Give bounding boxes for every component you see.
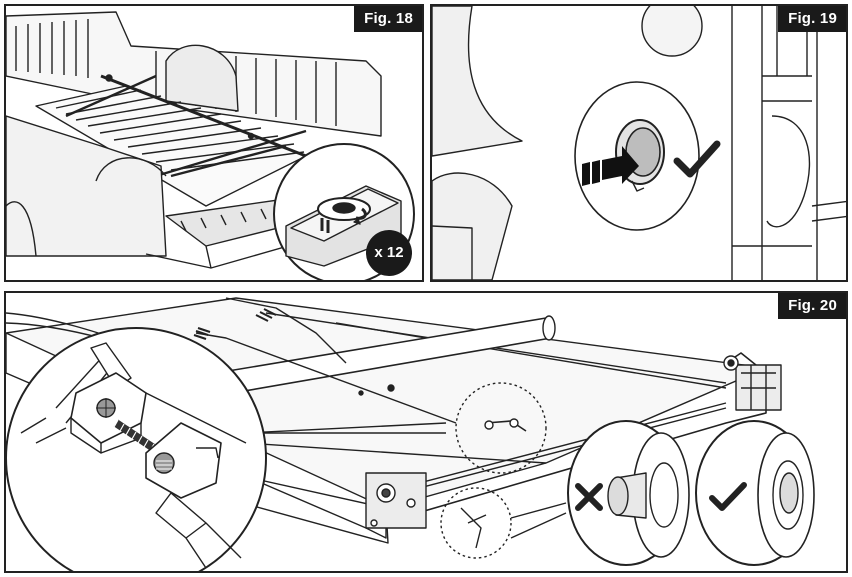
- check-icon: [709, 482, 747, 511]
- quantity-badge: x 12: [366, 230, 412, 276]
- cover-frame-tension-illustration: [6, 297, 815, 571]
- arrow-right-icon: [582, 146, 639, 186]
- figure-label: Fig. 19: [778, 6, 846, 32]
- plug-insertion-illustration: [432, 6, 846, 280]
- cross-icon: [575, 483, 603, 511]
- check-icon: [673, 140, 721, 178]
- figure-label: Fig. 20: [778, 293, 846, 319]
- figure-20-panel: Fig. 20: [4, 291, 848, 573]
- truck-bed-rails-illustration: [6, 11, 415, 280]
- figure-label: Fig. 18: [354, 6, 422, 32]
- figure-18-panel: Fig. 18 x 12: [4, 4, 424, 282]
- figure-19-panel: Fig. 19: [430, 4, 848, 282]
